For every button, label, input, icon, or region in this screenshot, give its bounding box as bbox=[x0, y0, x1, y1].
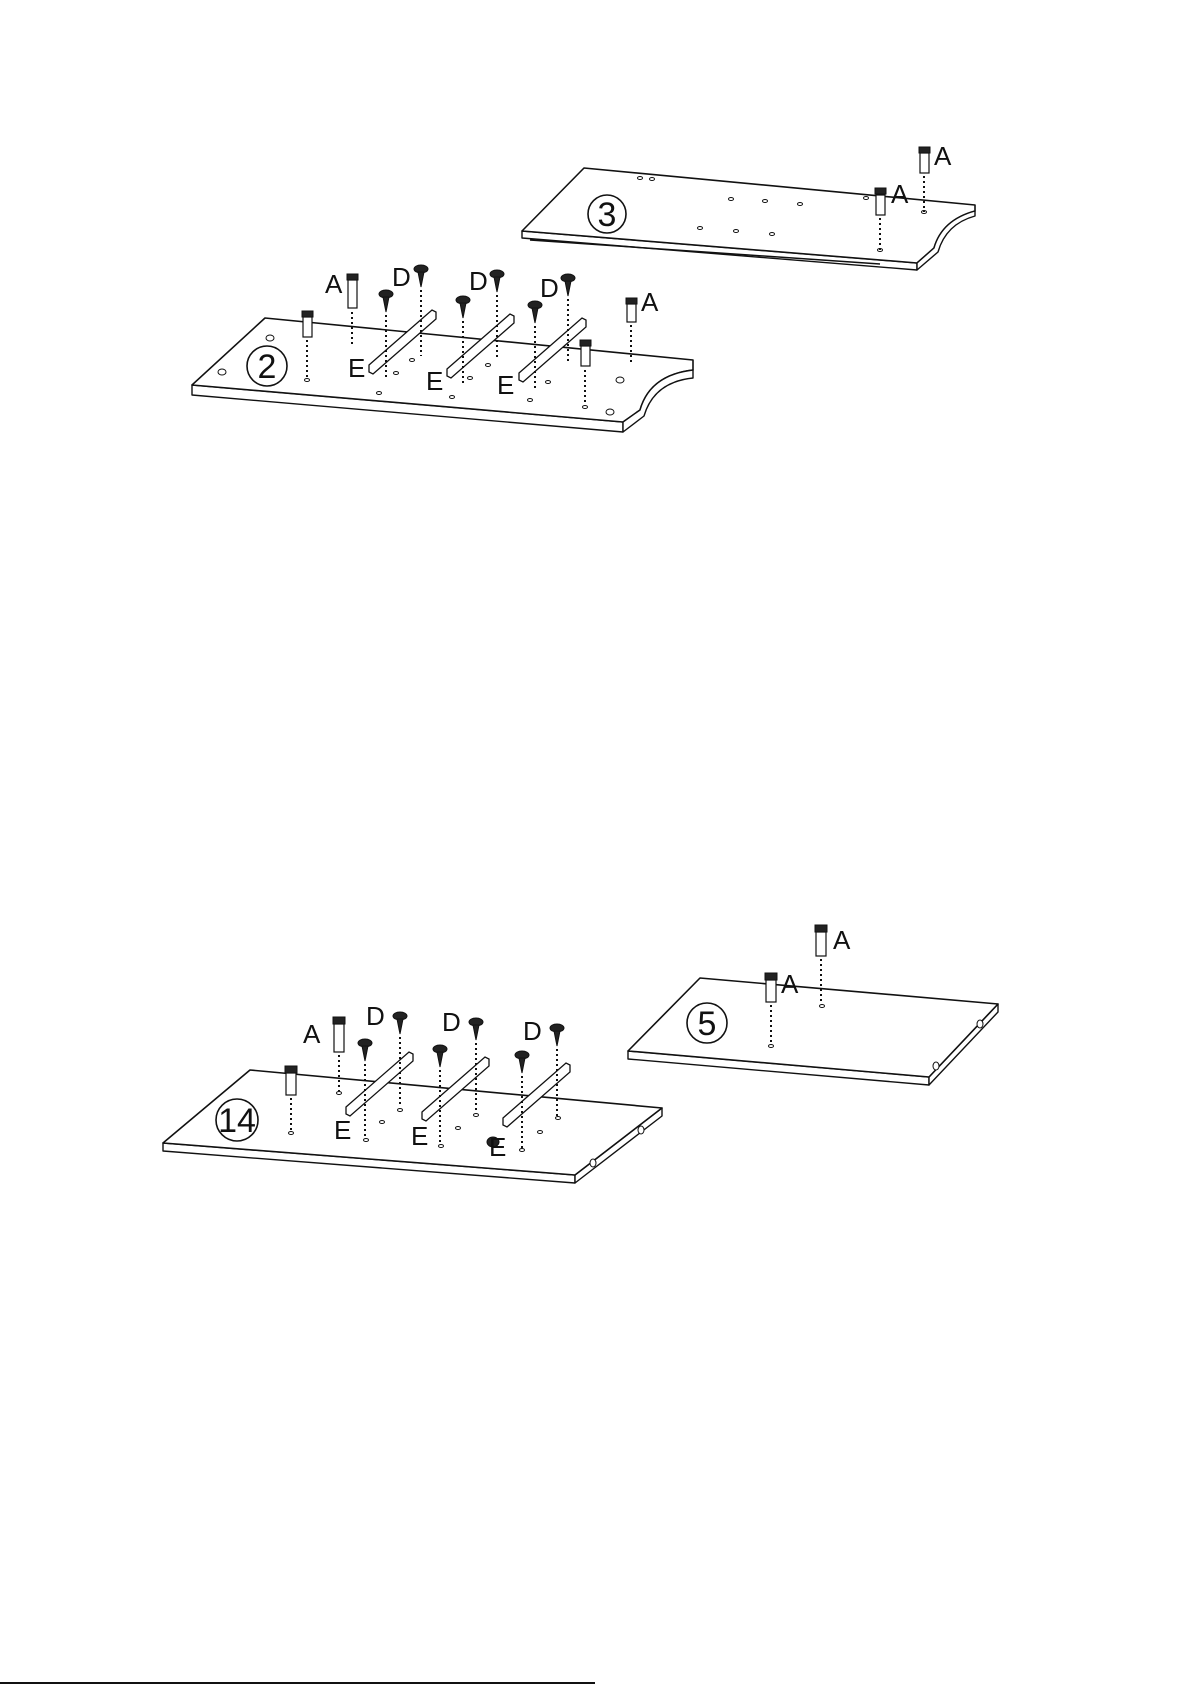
part-label-e: E bbox=[348, 353, 365, 383]
part-label-e: E bbox=[411, 1121, 428, 1151]
part-label-d: D bbox=[392, 262, 411, 292]
panel-2-number: 2 bbox=[258, 348, 277, 386]
panel-3-group: 3 A A bbox=[522, 141, 975, 270]
panel-2-group: 2 A A bbox=[192, 262, 693, 432]
panel-3-number: 3 bbox=[598, 196, 617, 234]
part-label-d: D bbox=[366, 1001, 385, 1031]
part-label-e: E bbox=[497, 370, 514, 400]
part-label-d: D bbox=[523, 1016, 542, 1046]
part-label-d: D bbox=[540, 273, 559, 303]
part-label-a: A bbox=[325, 269, 343, 299]
part-label-a: A bbox=[781, 969, 799, 999]
part-label-e: E bbox=[489, 1132, 506, 1162]
panel-5-group: 5 A A bbox=[628, 925, 998, 1085]
part-label-a: A bbox=[303, 1019, 321, 1049]
part-label-a: A bbox=[891, 179, 909, 209]
panel-14-number: 14 bbox=[218, 1102, 256, 1140]
part-label-d: D bbox=[442, 1007, 461, 1037]
panel-5-number: 5 bbox=[698, 1005, 717, 1043]
part-label-e: E bbox=[426, 366, 443, 396]
part-label-a: A bbox=[641, 287, 659, 317]
panel-14-group: 14 A D bbox=[163, 1001, 662, 1183]
part-label-d: D bbox=[469, 266, 488, 296]
part-label-a: A bbox=[833, 925, 851, 955]
cam-bolt-a bbox=[626, 298, 637, 362]
part-label-e: E bbox=[334, 1115, 351, 1145]
part-label-a: A bbox=[934, 141, 952, 171]
